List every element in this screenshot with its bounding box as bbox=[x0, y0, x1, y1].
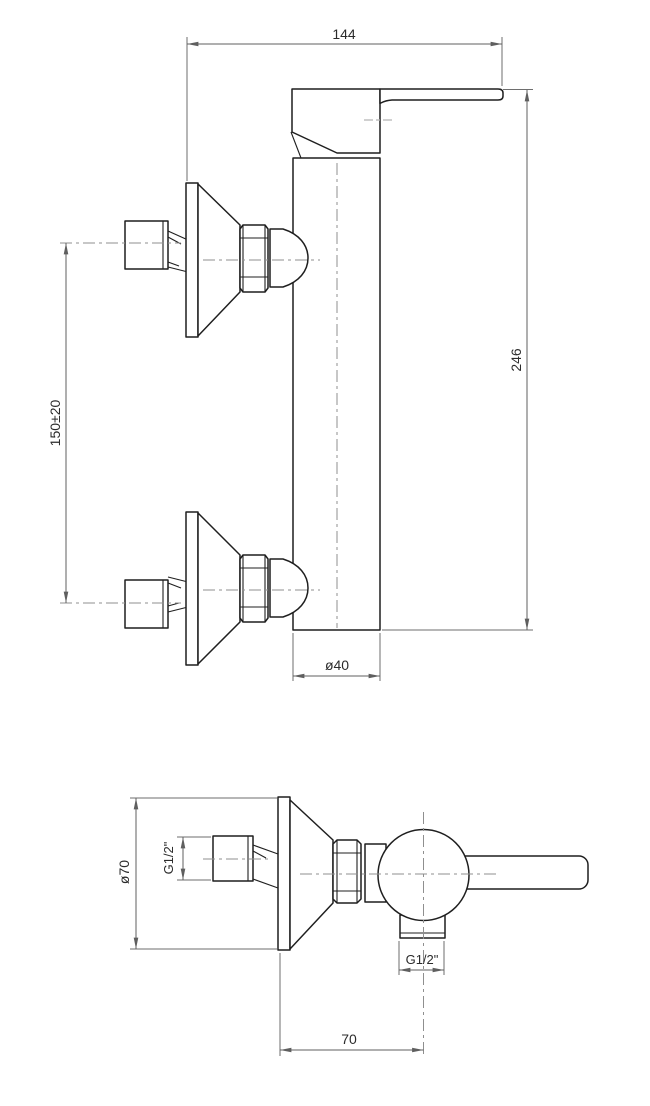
dim-label-handle-width: 144 bbox=[332, 26, 356, 42]
s-union-pipe-line bbox=[167, 582, 182, 589]
hex-nut-facets bbox=[240, 555, 268, 622]
s-union-pipe-line bbox=[252, 844, 279, 855]
s-union-pipe-line bbox=[167, 266, 189, 273]
front-dimensions: 144 246 150±20 ø40 bbox=[47, 26, 533, 681]
dim-label-inlet-spacing: 150±20 bbox=[47, 399, 63, 446]
front-handle bbox=[290, 88, 504, 159]
union-dome bbox=[269, 558, 309, 618]
extension-lines bbox=[186, 37, 533, 681]
union-dome bbox=[269, 228, 309, 288]
wall-thread-nipple bbox=[124, 220, 169, 270]
s-union-pipe-line bbox=[167, 230, 189, 241]
front-centerlines bbox=[60, 163, 338, 628]
escutcheon-flange bbox=[277, 796, 291, 951]
side-centerlines bbox=[203, 812, 497, 1056]
s-union-pipe-line bbox=[252, 850, 267, 859]
handle-head bbox=[291, 88, 381, 154]
side-view: ø70 G1/2" G1/2" 70 bbox=[116, 796, 589, 1056]
hex-nut-facets bbox=[333, 840, 361, 903]
hex-nut bbox=[239, 224, 269, 293]
escutcheon-cone bbox=[197, 512, 241, 665]
s-union-pipe-line bbox=[252, 878, 279, 889]
side-valve-assembly bbox=[377, 828, 589, 939]
wall-thread-nipple bbox=[124, 579, 169, 629]
extension-lines bbox=[130, 797, 445, 1056]
handle-chin-line bbox=[290, 131, 302, 159]
dim-label-escutcheon-diameter: ø70 bbox=[116, 860, 132, 884]
escutcheon-flange bbox=[185, 182, 199, 338]
handle-lever bbox=[379, 88, 504, 105]
s-union-pipe-line bbox=[167, 606, 189, 613]
handle-lever bbox=[449, 855, 589, 890]
s-union-pipe-line bbox=[167, 261, 180, 267]
front-lower-inlet-fitting bbox=[124, 511, 309, 666]
escutcheon-flange bbox=[185, 511, 199, 666]
side-inlet-fitting bbox=[212, 796, 387, 951]
side-dimensions: ø70 G1/2" G1/2" 70 bbox=[116, 797, 445, 1056]
front-upper-inlet-fitting bbox=[124, 182, 309, 338]
front-view: 144 246 150±20 ø40 bbox=[47, 26, 533, 681]
dim-label-outlet-thread: G1/2" bbox=[406, 952, 439, 967]
dim-label-depth: 70 bbox=[341, 1031, 357, 1047]
dim-label-overall-height: 246 bbox=[508, 348, 524, 372]
dim-label-inlet-thread: G1/2" bbox=[161, 841, 176, 874]
dim-label-body-diameter: ø40 bbox=[325, 657, 349, 673]
hex-nut bbox=[239, 554, 269, 623]
s-union-pipe-line bbox=[167, 576, 189, 583]
hex-nut-facets bbox=[240, 225, 268, 292]
